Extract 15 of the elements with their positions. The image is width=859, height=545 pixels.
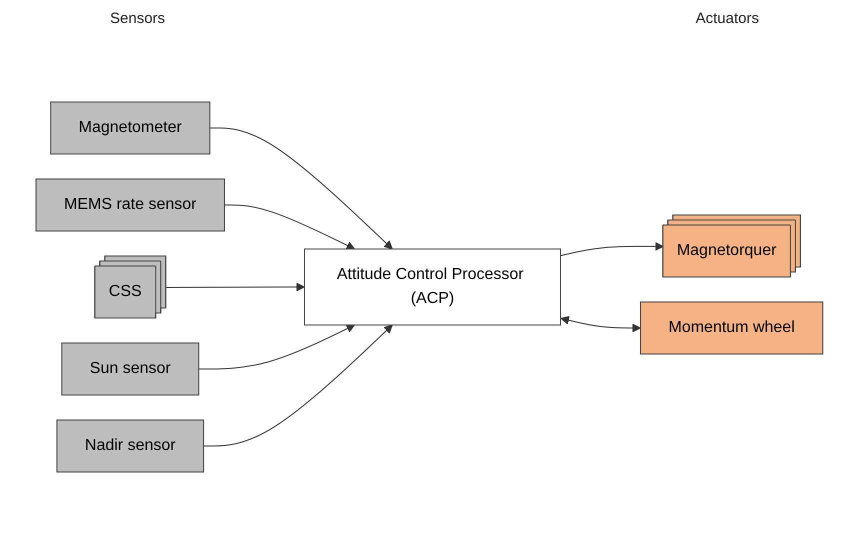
node-box: Magnetometer	[50, 101, 210, 154]
arrow	[560, 242, 664, 256]
arrow	[166, 282, 305, 291]
arrow	[209, 127, 393, 249]
node-box: MEMS rate sensor	[36, 178, 226, 231]
arrow	[224, 204, 356, 249]
node-box: Momentum wheel	[640, 301, 824, 354]
column-heading: Sensors	[110, 10, 166, 27]
node-box: Attitude Control Processor (ACP)	[304, 248, 562, 325]
arrow	[198, 324, 356, 369]
column-heading: Actuators	[696, 10, 759, 27]
arrow	[560, 315, 641, 332]
arrow	[203, 324, 393, 446]
node-box: Sun sensor	[61, 342, 200, 395]
node-box: Nadir sensor	[56, 419, 204, 472]
